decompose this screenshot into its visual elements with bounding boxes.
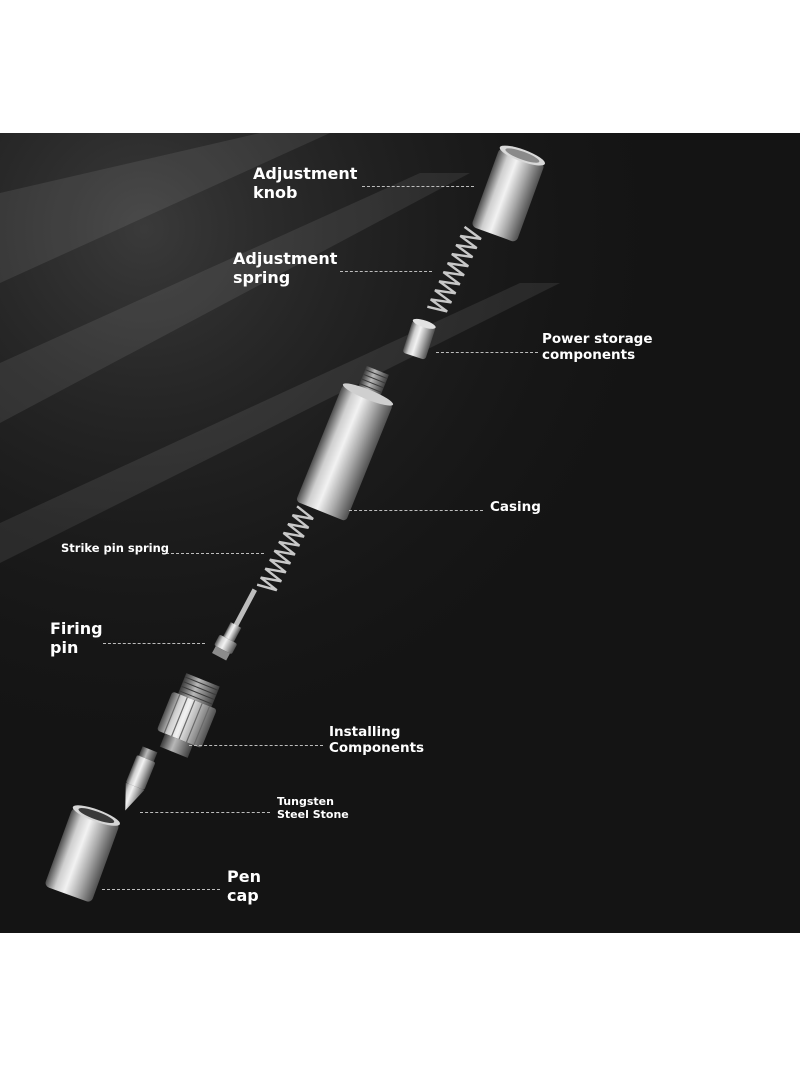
- firing-pin-part: [212, 588, 257, 661]
- leader-line-power-storage: [436, 352, 538, 353]
- label-installing-components: Installing Components: [329, 724, 425, 756]
- label-casing: Casing: [490, 499, 541, 515]
- leader-line-tungsten-steel-stone: [140, 812, 270, 813]
- strike-pin-spring-part: [256, 505, 314, 592]
- leader-line-firing-pin: [103, 643, 205, 644]
- power-storage-part: [403, 318, 436, 360]
- leader-line-casing: [349, 510, 483, 511]
- label-power-storage-components: Power storage components: [542, 331, 653, 363]
- leader-line-installing-components: [189, 745, 323, 746]
- installing-components-part: [157, 673, 220, 758]
- leader-line-strike-pin-spring: [166, 553, 264, 554]
- casing-part: [296, 365, 394, 521]
- adjustment-knob-part: [472, 145, 546, 242]
- leader-line-adjustment-knob: [362, 186, 474, 187]
- adjustment-spring-part: [427, 225, 482, 313]
- leader-line-pen-cap: [102, 889, 220, 890]
- label-tungsten-steel-stone: Tungsten Steel Stone: [277, 795, 349, 821]
- label-strike-pin-spring: Strike pin spring: [61, 541, 170, 555]
- exploded-pen-illustration: [0, 133, 800, 933]
- tungsten-steel-stone-part: [125, 746, 158, 811]
- label-adjustment-spring: Adjustment spring: [233, 249, 338, 287]
- label-pen-cap: Pen cap: [227, 867, 261, 905]
- leader-line-adjustment-spring: [340, 271, 432, 272]
- exploded-diagram-panel: Adjustment knob Adjustment spring Power …: [0, 133, 800, 933]
- label-firing-pin: Firing pin: [50, 619, 103, 657]
- pen-cap-part: [45, 805, 120, 902]
- label-adjustment-knob: Adjustment knob: [253, 164, 358, 202]
